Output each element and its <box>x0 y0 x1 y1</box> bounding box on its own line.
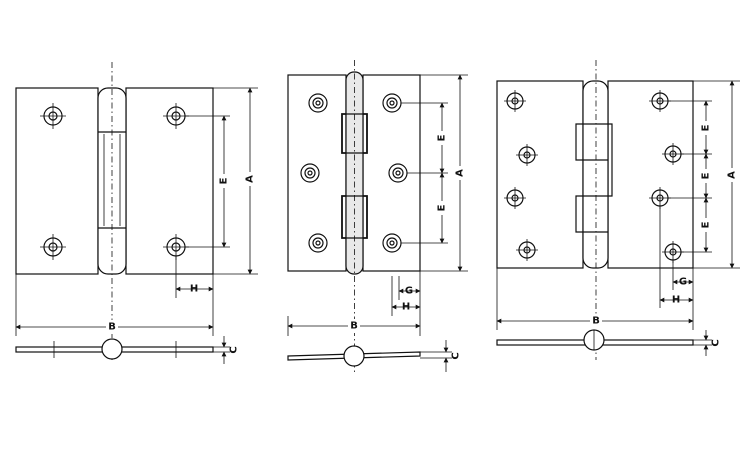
dimension-b: B <box>287 316 421 336</box>
screw-hole <box>40 234 66 260</box>
dimension-e-upper: E <box>401 102 448 174</box>
screw-hole <box>382 233 402 253</box>
screw-hole <box>649 90 671 112</box>
dimension-h: H <box>175 256 214 298</box>
dimension-e-lower: E <box>401 172 448 244</box>
dimension-b: B <box>15 274 214 336</box>
dimension-h: H <box>659 206 694 308</box>
hinge-figure-2: A E E G H <box>287 60 468 372</box>
dimension-a: A <box>420 74 468 272</box>
hinge-knuckle <box>97 62 127 360</box>
label-c: C <box>451 352 462 359</box>
screw-hole <box>516 144 538 166</box>
hinge-figure-3: A E E E G <box>496 60 740 360</box>
label-b: B <box>108 322 116 333</box>
dimension-e: E <box>185 115 230 248</box>
screw-hole <box>504 187 526 209</box>
hinge-side-profile <box>287 345 421 367</box>
label-e: E <box>219 177 230 184</box>
screw-hole <box>388 163 408 183</box>
dimension-c: C <box>213 336 240 364</box>
screw-hole <box>504 90 526 112</box>
dimension-h: H <box>391 302 421 313</box>
dimension-a: A <box>213 87 258 275</box>
hinge-side-profile <box>496 329 694 351</box>
screw-hole <box>382 93 402 113</box>
screw-hole <box>300 163 320 183</box>
label-c: C <box>229 346 240 353</box>
hinge-leaf-left <box>496 80 584 269</box>
label-a: A <box>245 175 256 183</box>
label-h: H <box>402 302 410 313</box>
screw-hole <box>662 241 684 263</box>
label-h: H <box>672 295 680 306</box>
screw-hole <box>649 187 671 209</box>
label-c: C <box>711 339 722 346</box>
hinge-side-profile <box>15 338 214 360</box>
screw-hole <box>308 233 328 253</box>
dimension-c: C <box>693 330 722 356</box>
label-a: A <box>727 171 738 179</box>
dimension-e-top: E <box>668 100 712 155</box>
label-b: B <box>592 316 600 327</box>
dimension-b: B <box>496 268 694 330</box>
label-e: E <box>701 124 712 131</box>
label-e: E <box>701 172 712 179</box>
dimension-a: A <box>693 80 740 269</box>
screw-hole <box>516 239 538 261</box>
hinge-leaf-right <box>607 80 694 269</box>
hinge-knuckle <box>575 60 613 360</box>
screw-hole <box>308 93 328 113</box>
label-g: G <box>405 286 413 297</box>
label-a: A <box>455 169 466 177</box>
dimension-c: C <box>420 340 462 372</box>
label-e: E <box>437 134 448 141</box>
label-e: E <box>701 221 712 228</box>
dimension-e-middle: E <box>668 153 712 199</box>
label-e: E <box>437 204 448 211</box>
screw-hole <box>40 103 66 129</box>
label-g: G <box>679 277 687 288</box>
screw-hole <box>662 143 684 165</box>
dimension-e-bottom: E <box>681 197 712 253</box>
label-h: H <box>190 284 198 295</box>
label-b: B <box>350 321 358 332</box>
hinge-figure-1: A E H B <box>15 62 258 364</box>
